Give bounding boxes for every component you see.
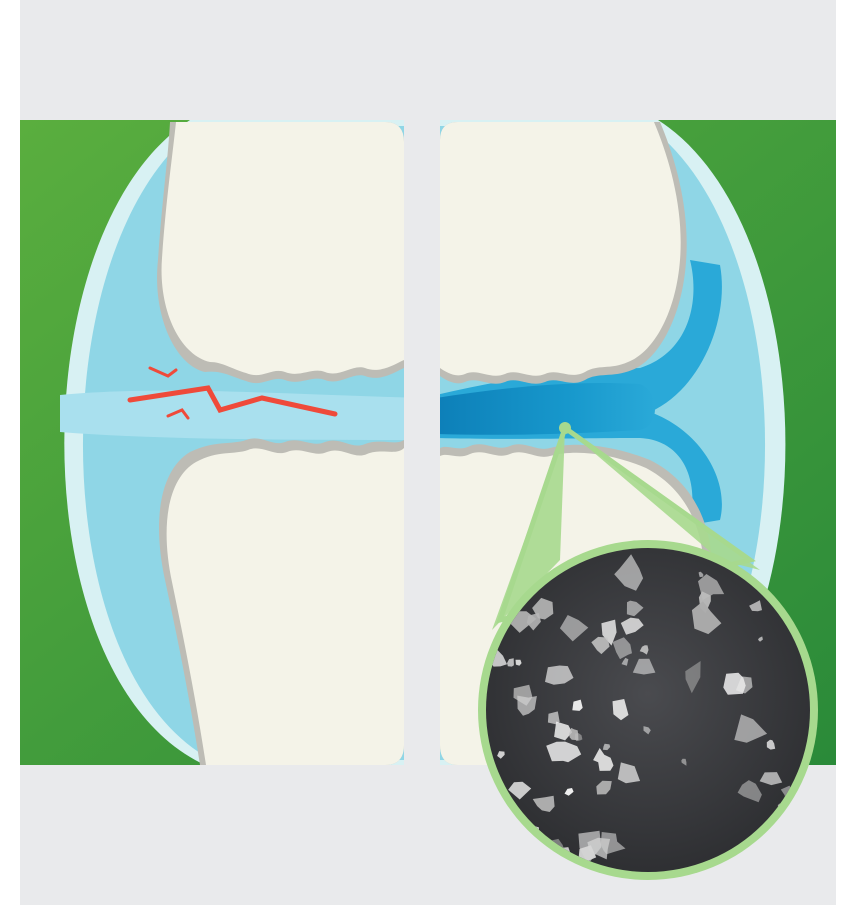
panel-gap-joint <box>404 395 440 435</box>
damaged-joint-panel <box>60 120 424 765</box>
microscope-inset <box>486 548 810 872</box>
thin-fluid-left <box>60 391 424 440</box>
magnifier-anchor-dot <box>559 422 571 434</box>
lower-bone-left <box>167 448 404 765</box>
panel-gap <box>404 118 440 768</box>
upper-bone-left <box>162 122 404 375</box>
upper-bone-right <box>440 122 681 376</box>
